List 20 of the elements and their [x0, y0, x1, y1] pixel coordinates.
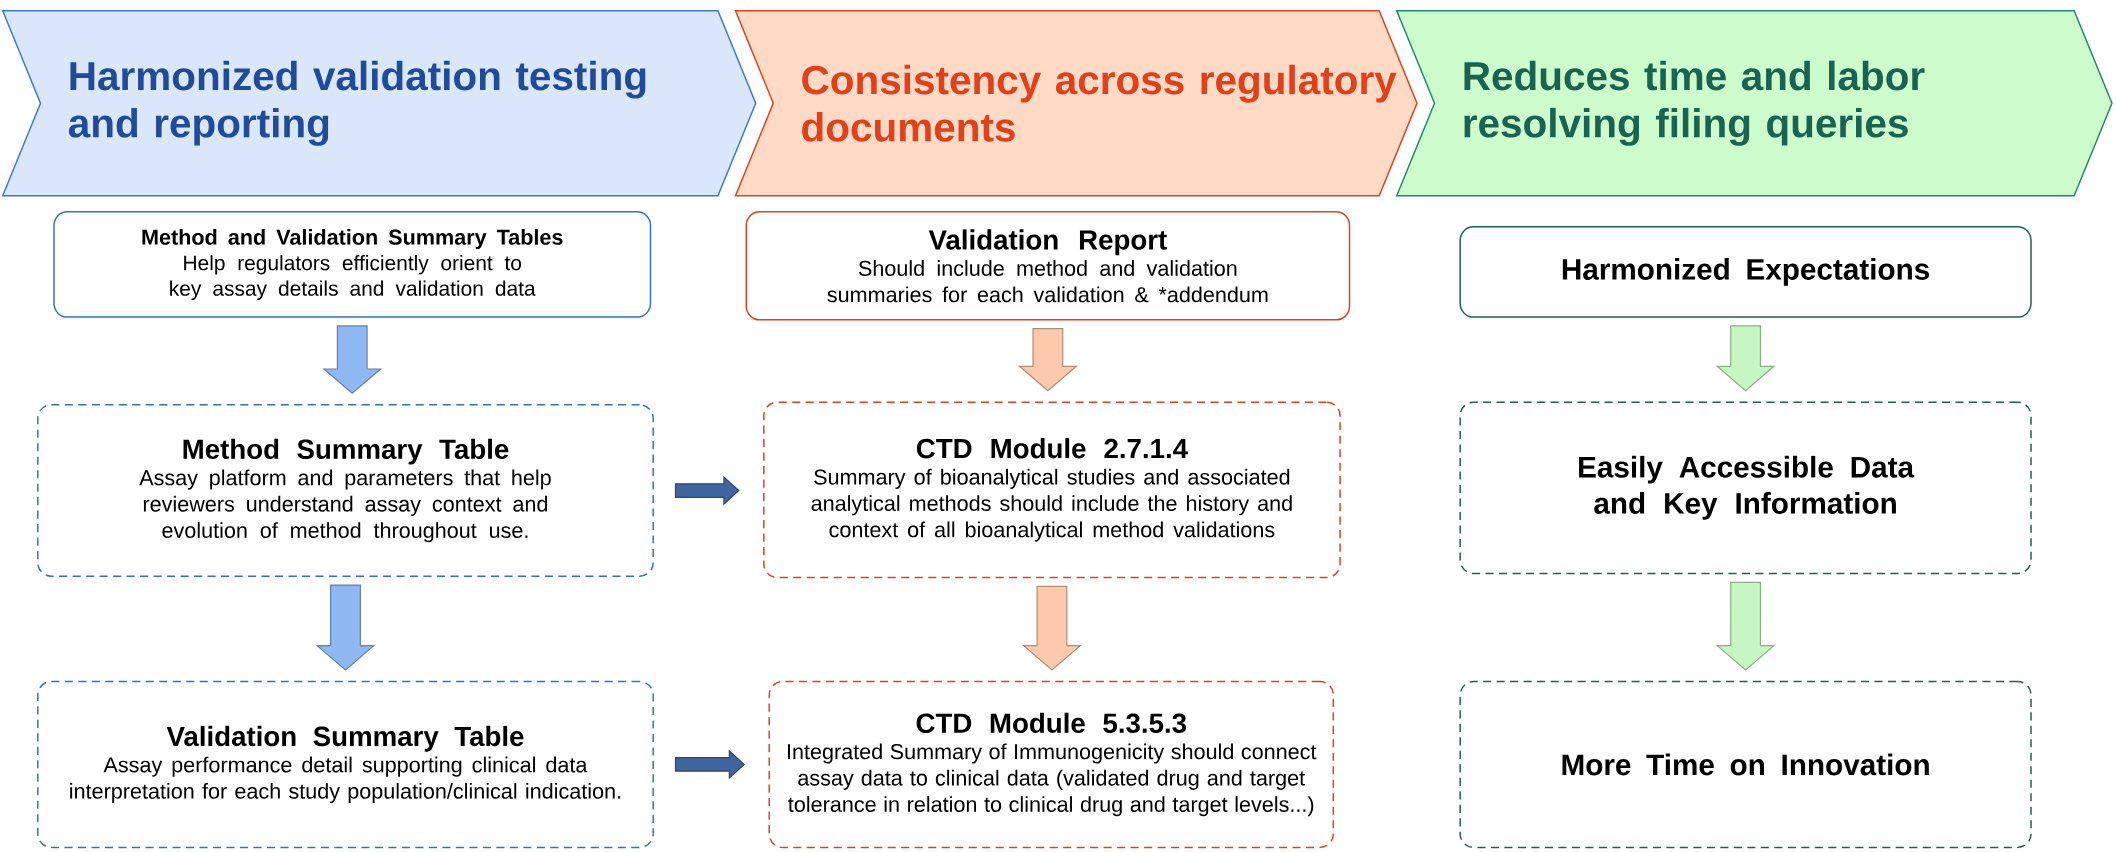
- block-arrow: [674, 749, 746, 780]
- block-arrow: [1021, 586, 1082, 671]
- dashed-box: Method Summary Table Assay platform and parameters that help reviewers understand assay context and evolution of method throughout use.: [37, 404, 654, 578]
- block-arrow: [674, 475, 740, 506]
- dashed-box: Easily Accessible Data and Key Information: [1459, 401, 2032, 575]
- block-arrow: [315, 584, 376, 671]
- block-arrow: [1017, 328, 1078, 392]
- dashed-box: Validation Summary Table Assay performance detail supporting clinical data interpretation for each study population/clinical indication.: [37, 680, 654, 849]
- chevron-banner: Harmonized validation testing and reporting: [1, 10, 757, 197]
- dashed-box: CTD Module 5.3.5.3 Integrated Summary of Immunogenicity should connect assay data to clinical data (validated drug and target tolerance in relation to clinical drug and target levels...): [768, 680, 1335, 849]
- block-arrow: [1715, 582, 1776, 671]
- dashed-box: More Time on Innovation: [1459, 680, 2032, 849]
- text-box: Method and Validation Summary Tables Help regulators efficiently orient to key assay details and validation data: [53, 211, 652, 319]
- dashed-box: CTD Module 2.7.1.4 Summary of bioanalytical studies and associated analytical methods should include the history and context of all bioanalytical method validations: [763, 401, 1341, 579]
- block-arrow: [322, 325, 383, 395]
- chevron-banner: Reduces time and labor resolving filing queries: [1395, 10, 2113, 197]
- text-box: Harmonized Expectations: [1459, 226, 2032, 319]
- text-box: Validation Report Should include method and validation summaries for each validation & *addendum: [745, 211, 1351, 321]
- block-arrow: [1715, 325, 1776, 392]
- chevron-banner: Consistency across regulatory documents: [734, 10, 1418, 197]
